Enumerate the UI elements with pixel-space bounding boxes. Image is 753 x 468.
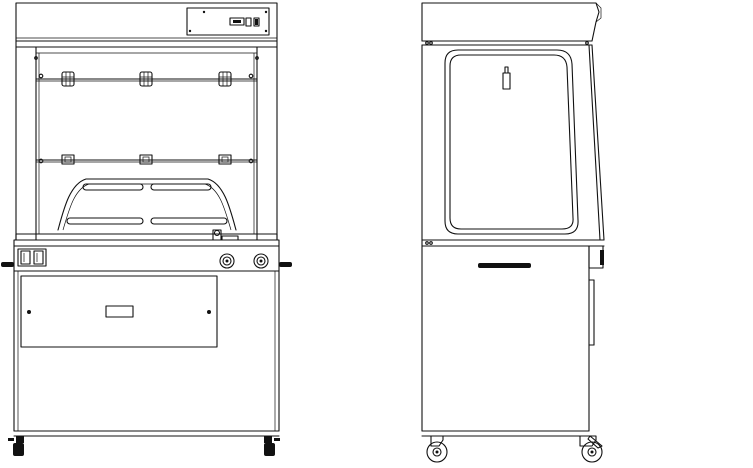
side-canopy — [421, 2, 602, 46]
latch-icon — [502, 66, 511, 90]
side-handles — [1, 262, 292, 267]
access-panel — [20, 275, 218, 348]
side-upper-body — [421, 44, 605, 247]
arm-ports — [57, 178, 237, 231]
side-base-cabinet — [421, 245, 604, 437]
side-view — [421, 2, 605, 463]
canopy — [15, 2, 278, 48]
side-handle — [478, 263, 531, 268]
work-surface — [13, 229, 280, 247]
upper-clamps — [61, 71, 232, 87]
side-window — [444, 49, 579, 235]
service-valve — [212, 229, 239, 241]
switch-2 — [253, 17, 260, 27]
casters — [8, 436, 280, 456]
panel-label-plate — [105, 305, 134, 318]
display-window — [229, 17, 245, 26]
electrical-outlets — [17, 248, 47, 267]
front-view — [1, 2, 292, 456]
control-knobs — [219, 253, 269, 269]
switch-1 — [245, 17, 252, 27]
window-frame — [15, 46, 278, 241]
base-cabinet — [13, 245, 280, 437]
control-panel — [186, 7, 270, 36]
lower-clamps — [61, 154, 232, 165]
side-casters — [426, 435, 603, 463]
sash-rails — [35, 78, 258, 163]
